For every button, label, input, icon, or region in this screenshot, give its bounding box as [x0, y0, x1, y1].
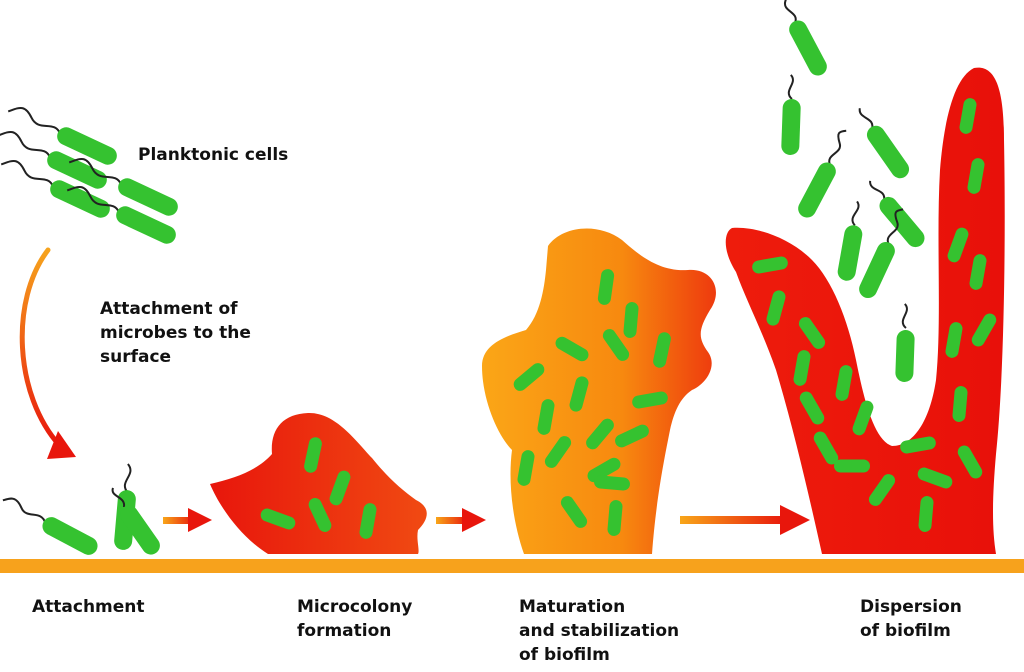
- attachment-of-microbes-line-3: surface: [100, 347, 172, 367]
- arrow-to-dispersion: [680, 505, 810, 535]
- stage-microcolony-label: Microcolony formation: [297, 595, 412, 643]
- dispersion-blob: [725, 67, 1005, 554]
- stage-maturation-line-2: and stabilization: [519, 621, 680, 641]
- stage-maturation-line-3: of biofilm: [519, 645, 610, 665]
- microcolony-cells: [260, 437, 377, 539]
- stage-microcolony-line-2: formation: [297, 621, 392, 641]
- stage-dispersion-line-1: Dispersion: [860, 597, 962, 617]
- dispersing-cells: [776, 0, 925, 382]
- stage-maturation-label: Maturation and stabilization of biofilm: [519, 595, 679, 667]
- arrow-to-microcolony: [163, 508, 212, 532]
- stage-maturation-line-1: Maturation: [519, 597, 626, 617]
- attachment-curve-arrow: [19, 247, 76, 459]
- planktonic-cells-label: Planktonic cells: [138, 145, 289, 165]
- planktonic-cells: [0, 106, 178, 244]
- attachment-of-microbes-label: Attachment of microbes to the surface: [100, 297, 251, 369]
- stage-attachment-label: Attachment: [32, 597, 145, 617]
- stage-microcolony-line-1: Microcolony: [297, 597, 413, 617]
- maturation-blob: [482, 228, 716, 554]
- stage-dispersion-line-2: of biofilm: [860, 621, 951, 641]
- dispersion-biofilm-cells: [752, 98, 997, 532]
- maturation-cells: [513, 269, 671, 536]
- surface-line: [0, 559, 1024, 573]
- attachment-of-microbes-line-1: Attachment of: [100, 299, 238, 319]
- arrow-to-maturation: [436, 508, 486, 532]
- stage-dispersion-label: Dispersion of biofilm: [860, 595, 962, 643]
- microcolony-blob: [210, 412, 427, 554]
- attachment-of-microbes-line-2: microbes to the: [100, 323, 251, 343]
- attached-cells: [2, 463, 160, 555]
